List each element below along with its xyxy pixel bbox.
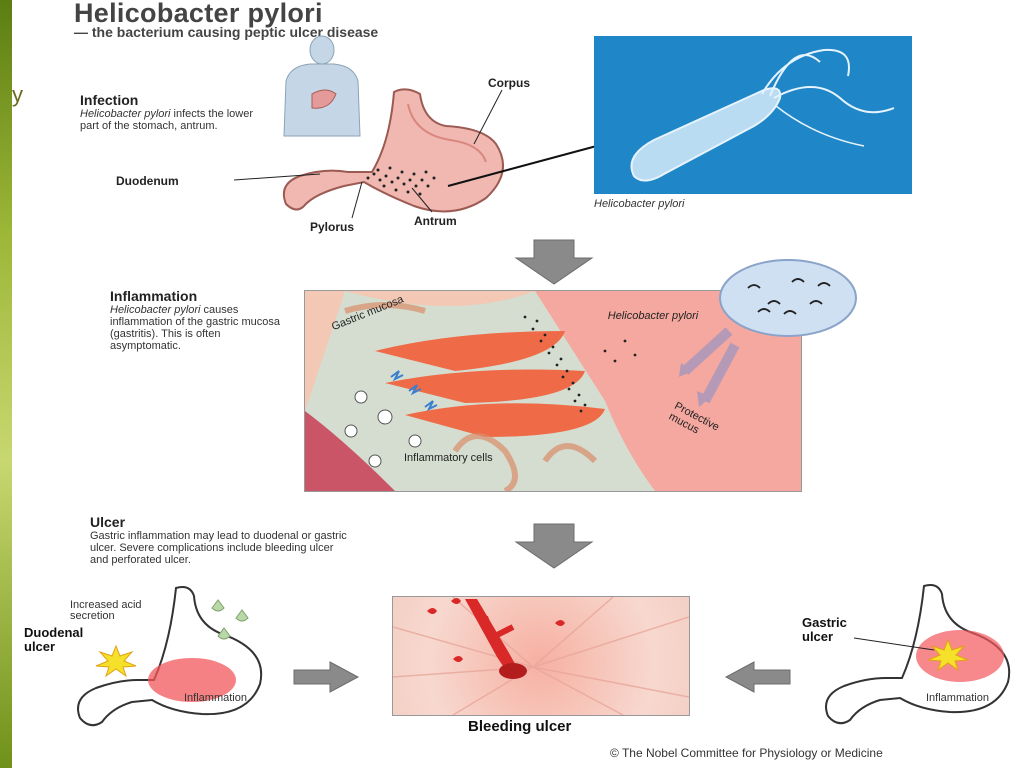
- bleeding-ulcer-panel: [392, 596, 690, 716]
- label-bleeding-ulcer: Bleeding ulcer: [468, 718, 572, 735]
- label-inflammation-left: Inflammation: [184, 692, 247, 704]
- slide-left-border: [0, 0, 12, 768]
- label-inflammatory-cells: Inflammatory cells: [404, 452, 493, 464]
- label-inflammation-right: Inflammation: [926, 692, 989, 704]
- inflammation-text-body: causes inflammation of the gastric mucos…: [110, 304, 280, 352]
- label-duodenum: Duodenum: [116, 174, 179, 188]
- inflammation-text-species: Helicobacter pylori: [110, 304, 201, 316]
- label-antrum: Antrum: [414, 214, 457, 228]
- bleeding-vessel-illustration: [393, 597, 689, 715]
- stray-glyph: y: [12, 82, 23, 107]
- right-arrow-icon: [293, 661, 360, 693]
- micrograph-caption: Helicobacter pylori: [594, 198, 685, 210]
- inflammation-text: Helicobacter pylori causes inflammation …: [110, 304, 290, 352]
- ulcer-text: Gastric inflammation may lead to duodena…: [90, 530, 347, 566]
- infection-text-species: Helicobacter pylori: [80, 108, 171, 120]
- infection-text-body: infects the lower part of the stomach, a…: [80, 108, 254, 132]
- label-corpus: Corpus: [488, 76, 530, 90]
- stomach-gastric-illustration: [825, 584, 1011, 725]
- stomach-infection-illustration: [282, 88, 504, 213]
- label-pylorus: Pylorus: [310, 220, 355, 234]
- figure-panel: y Helicobacter pylori — the bacterium ca…: [12, 0, 1024, 768]
- figure-title: Helicobacter pylori: [74, 0, 323, 28]
- down-arrow-icon: [514, 523, 594, 569]
- mucosa-panel: [304, 290, 802, 492]
- stomach-duodenal-illustration: [77, 586, 263, 727]
- copyright-credit: © The Nobel Committee for Physiology or …: [610, 746, 883, 760]
- figure-subtitle: — the bacterium causing peptic ulcer dis…: [74, 24, 379, 40]
- person-icon: [283, 35, 361, 137]
- bacterium-icon: [630, 48, 895, 182]
- ulcer-heading: Ulcer: [90, 514, 126, 530]
- inflammation-heading: Inflammation: [110, 288, 198, 304]
- left-arrow-icon: [724, 661, 791, 693]
- label-helicobacter-inflammation: Helicobacter pylori: [607, 310, 699, 322]
- mucosa-illustration: [305, 291, 801, 491]
- down-arrow-icon: [514, 239, 594, 285]
- label-duodenal-ulcer: Duodenal ulcer: [24, 625, 84, 654]
- micrograph-panel: [594, 36, 912, 194]
- infection-leader-lines: [233, 89, 605, 219]
- gastric-ulcer-leader-line: [853, 637, 935, 651]
- label-gastric-ulcer: Gastric ulcer: [802, 615, 847, 644]
- starburst-icon: [927, 638, 969, 672]
- label-increased-acid: Increased acid secretion: [70, 599, 142, 622]
- infection-text: Helicobacter pylori infects the lower pa…: [80, 108, 255, 132]
- magnifier-bacteria-icon: [719, 259, 857, 337]
- infection-heading: Infection: [80, 92, 139, 108]
- starburst-icon: [95, 644, 137, 678]
